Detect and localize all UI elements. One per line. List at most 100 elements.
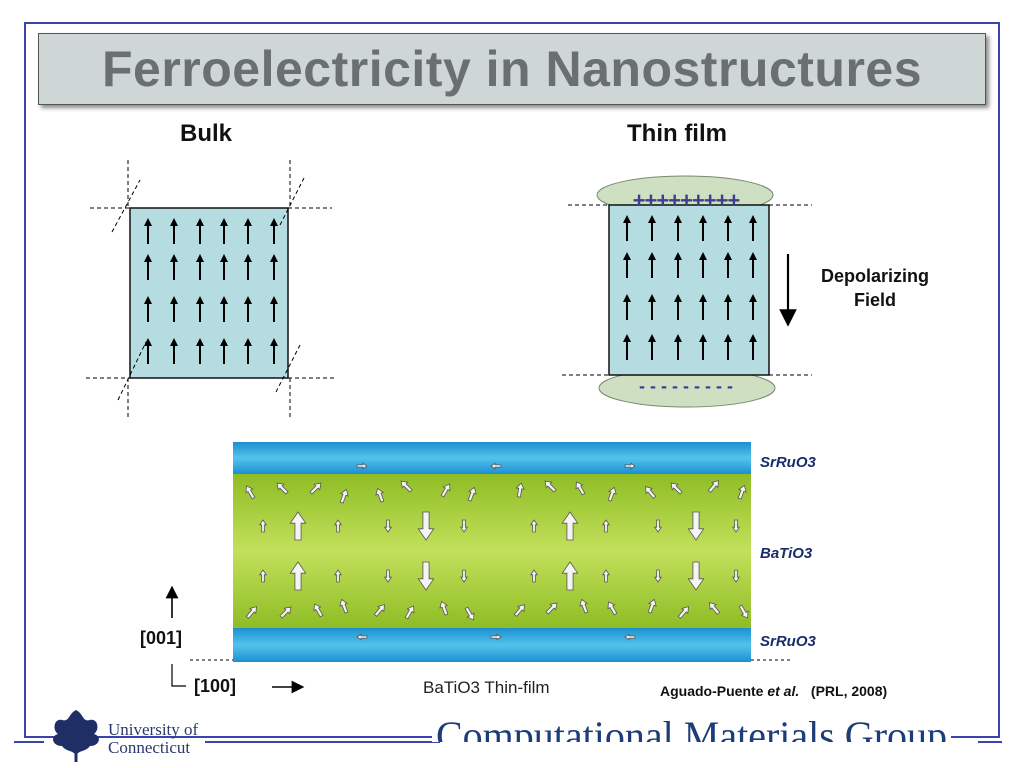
domain-arrow [313,603,324,618]
slide-title: Ferroelectricity in Nanostructures [101,41,923,97]
polarization-arrowhead [270,218,278,226]
domain-arrow [545,602,558,615]
polarization-arrowhead [623,334,631,342]
domain-arrow [601,519,611,533]
polarization-arrowhead [724,252,732,260]
polarization-arrowhead [749,334,757,342]
domain-arrow [677,606,689,619]
domain-arrow [561,561,579,591]
polarization-arrowhead [724,215,732,223]
group-name: Computational Materials Group [432,712,952,742]
domain-arrow [490,462,502,470]
polarization-arrowhead [699,252,707,260]
polarization-arrowhead [196,218,204,226]
domain-arrow [731,519,741,533]
material-bottom-srruo3: SrRuO3 [760,633,816,650]
citation-ref: (PRL, 2008) [810,683,888,699]
domain-arrow [624,633,636,641]
figure-caption: BaTiO3 Thin-film [423,678,550,697]
domain-arrow [561,511,579,541]
polarization-arrowhead [724,294,732,302]
depolarizing-line1: Depolarizing [820,266,929,286]
domain-arrow [647,598,657,614]
polarization-arrowhead [648,294,656,302]
domain-arrow [333,519,343,533]
thin-film-box [608,204,770,376]
polarization-arrowhead [699,215,707,223]
polarization-arrowhead [244,338,252,346]
domain-arrows [245,462,749,641]
domain-arrow [529,569,539,583]
domain-arrow [464,606,475,621]
bottom-srruo3-layer [233,628,751,662]
polarization-arrowhead [144,296,152,304]
polarization-arrowhead [144,254,152,262]
polarization-arrowhead [270,338,278,346]
domain-arrow [467,486,477,502]
domain-arrow [404,605,415,620]
polarization-arrowhead [749,294,757,302]
domain-arrow [258,569,268,583]
polarization-arrowhead [674,334,682,342]
polarization-arrowhead [623,294,631,302]
domain-arrow [459,519,469,533]
domain-arrow [737,484,747,500]
domain-arrow [513,604,525,617]
bulk-boundary-lines [86,160,334,420]
domain-arrow [687,511,705,541]
polarization-arrowhead [244,254,252,262]
domain-arrow [707,480,719,493]
domain-arrow [624,462,636,470]
domain-arrow [544,480,557,493]
domain-arrow [245,606,257,619]
domain-arrow [440,483,451,498]
domain-arrow [356,462,368,470]
polarization-arrowhead [623,252,631,260]
material-top-srruo3: SrRuO3 [760,454,816,471]
polarization-arrowhead [170,296,178,304]
negative-charges: - - - - - - - - - [639,376,733,396]
polarization-arrowhead [196,338,204,346]
polarization-arrowhead [270,296,278,304]
polarization-arrowhead [144,218,152,226]
polarization-arrowhead [648,252,656,260]
polarization-arrowhead [220,218,228,226]
domain-arrow [601,569,611,583]
polarization-arrowhead [220,338,228,346]
domain-arrow [339,598,349,614]
domain-arrow [339,488,349,504]
polarization-arrowhead [724,334,732,342]
footer-line-left [14,741,44,743]
polarization-arrowhead [699,334,707,342]
citation-etal: et al. [767,683,800,699]
citation: Aguado-Puente et al. (PRL, 2008) [660,683,887,699]
bulk-label: Bulk [180,120,233,147]
domain-arrow [575,481,586,496]
bulk-diagram [86,160,334,420]
domain-arrow [258,519,268,533]
polarization-arrowhead [648,215,656,223]
bulk-polarization-arrows [144,218,278,364]
thin-film-label: Thin film [627,120,727,147]
depolarizing-field-label: Depolarizing Field [800,264,950,312]
polarization-arrowhead [674,215,682,223]
axis-100-label: [100] [194,676,237,696]
polarization-arrowhead [749,215,757,223]
polarization-arrowhead [220,254,228,262]
depolarizing-line2: Field [853,290,896,310]
bulk-box [129,207,289,379]
domain-arrow [400,480,413,493]
domain-arrow [731,569,741,583]
polarization-arrowhead [196,254,204,262]
polarization-arrowhead [270,254,278,262]
domain-arrow [670,482,683,495]
domain-arrow [375,487,385,503]
polarization-arrowhead [749,252,757,260]
domain-arrow [417,511,435,541]
domain-arrow [607,486,617,502]
thin-film-diagram: +++++++++ - - - - - - - - - [562,175,812,408]
domain-arrow [439,600,449,616]
footer-line-middle [205,741,440,743]
citation-authors: Aguado-Puente [660,683,764,699]
polarization-arrowhead [623,215,631,223]
